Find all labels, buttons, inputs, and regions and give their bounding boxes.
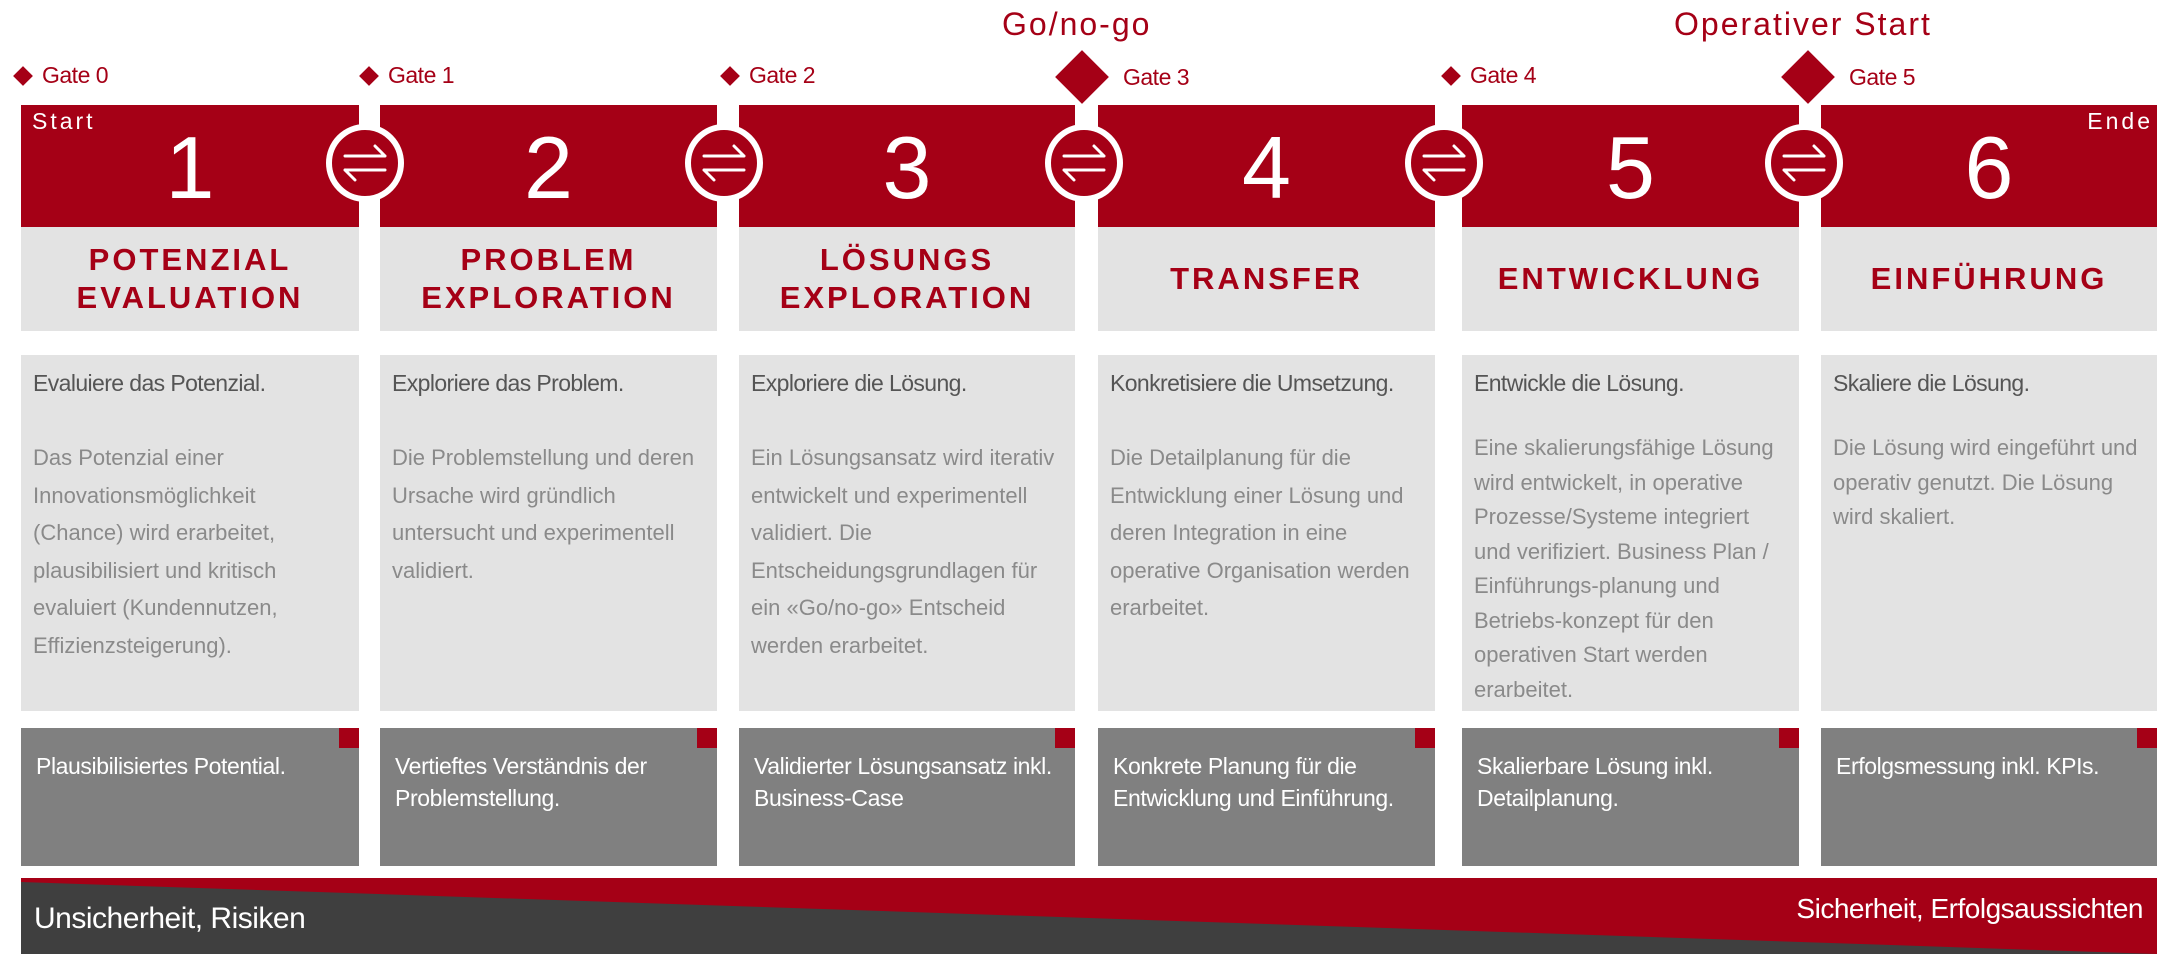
phase-3-output: Validierter Lösungsansatz inkl. Business… <box>739 728 1075 866</box>
phase-1-output: Plausibilisiertes Potential. <box>21 728 359 866</box>
diamond-icon <box>359 65 379 86</box>
uncertainty-label: Unsicherheit, Risiken <box>34 902 306 935</box>
phase-4-lead: Konkretisiere die Umsetzung. <box>1110 370 1394 396</box>
phase-6-output: Erfolgsmessung inkl. KPIs. <box>1821 728 2157 866</box>
phase-5-number: 5 <box>1606 118 1655 217</box>
diamond-icon <box>720 65 740 86</box>
phase-6-title: EINFÜHRUNG <box>1821 227 2157 331</box>
gate-2: Gate 2 <box>720 62 816 89</box>
milestone-operative-start: Operativer Start <box>1674 6 1932 42</box>
phase-1-description: Das Potenzial einer Innovationsmöglichke… <box>33 445 278 658</box>
phase-5-title: ENTWICKLUNG <box>1462 227 1799 331</box>
transition-2-3 <box>685 124 763 202</box>
phase-1-number-band <box>21 105 359 227</box>
phase-4-number-band <box>1098 105 1435 227</box>
phase-1-description-panel: Evaluiere das Potenzial. Das Potenzial e… <box>21 355 359 711</box>
transition-1-2 <box>326 124 404 202</box>
bidirectional-arrows-icon <box>1062 144 1106 182</box>
corner-marker-icon <box>339 728 359 748</box>
phase-4-description: Die Detailplanung für die Entwicklung ei… <box>1110 445 1410 620</box>
bidirectional-arrows-icon <box>1422 144 1466 182</box>
phase-2-number: 2 <box>524 118 573 217</box>
phase-5-description: Eine skalierungsfähige Lösung wird entwi… <box>1474 435 1774 702</box>
phase-6-description-panel: Skaliere die Lösung. Die Lösung wird ein… <box>1821 355 2157 711</box>
gradient-wedge <box>21 878 2157 954</box>
milestone-go-no-go: Go/no-go <box>1002 6 1152 42</box>
gate-5: Gate 5 <box>1781 50 1916 104</box>
diamond-icon <box>1781 50 1835 104</box>
phase-6-number: 6 <box>1964 118 2014 217</box>
phase-2-lead: Exploriere das Problem. <box>392 370 624 396</box>
phase-5-output: Skalierbare Lösung inkl. Detailplanung. <box>1462 728 1799 866</box>
phase-4-title: TRANSFER <box>1098 227 1435 331</box>
bidirectional-arrows-icon <box>702 144 746 182</box>
corner-marker-icon <box>1055 728 1075 748</box>
phase-3-description-panel: Exploriere die Lösung. Ein Lösungsansatz… <box>739 355 1075 711</box>
start-label: Start <box>32 108 96 134</box>
corner-marker-icon <box>1779 728 1799 748</box>
uncertainty-certainty-bar <box>0 878 2157 954</box>
bidirectional-arrows-icon <box>343 144 387 182</box>
corner-marker-icon <box>1415 728 1435 748</box>
phase-2-description: Die Problemstellung und deren Ursache wi… <box>392 445 695 583</box>
phase-6-number-band <box>1821 105 2157 227</box>
gate-3: Gate 3 <box>1055 50 1190 104</box>
diamond-icon <box>1055 50 1109 104</box>
phase-3-lead: Exploriere die Lösung. <box>751 370 967 396</box>
phase-3-description: Ein Lösungsansatz wird iterativ entwicke… <box>751 445 1055 658</box>
diamond-icon <box>13 65 33 86</box>
corner-marker-icon <box>697 728 717 748</box>
gate-0: Gate 0 <box>13 62 109 89</box>
phase-3-number-band <box>739 105 1075 227</box>
phase-1-lead: Evaluiere das Potenzial. <box>33 370 266 396</box>
phase-3-number: 3 <box>882 118 932 217</box>
phase-6-lead: Skaliere die Lösung. <box>1833 370 2030 396</box>
transition-3-4 <box>1045 124 1123 202</box>
diamond-icon <box>1441 65 1461 86</box>
transition-5-6 <box>1765 124 1843 202</box>
bidirectional-arrows-icon <box>1782 144 1826 182</box>
end-label: Ende <box>2087 108 2153 134</box>
phase-5-lead: Entwickle die Lösung. <box>1474 370 1684 396</box>
phase-1-number: 1 <box>165 118 215 217</box>
gate-4: Gate 4 <box>1441 62 1537 89</box>
phase-4-description-panel: Konkretisiere die Umsetzung. Die Detailp… <box>1098 355 1435 711</box>
phase-5-number-band <box>1462 105 1799 227</box>
transition-4-5 <box>1405 124 1483 202</box>
gate-1: Gate 1 <box>359 62 455 89</box>
corner-marker-icon <box>2137 728 2157 748</box>
certainty-label: Sicherheit, Erfolgsaussichten <box>1796 893 2143 924</box>
phase-2-output: Vertieftes Verständnis der Problemstellu… <box>380 728 717 866</box>
phase-2-description-panel: Exploriere das Problem. Die Problemstell… <box>380 355 717 711</box>
phase-2-number-band <box>380 105 717 227</box>
phase-4-output: Konkrete Planung für die Entwicklung und… <box>1098 728 1435 866</box>
phase-4-number: 4 <box>1242 118 1291 217</box>
phase-5-description-panel: Entwickle die Lösung. Eine skalierungsfä… <box>1462 355 1799 711</box>
phase-6-description: Die Lösung wird eingeführt und operativ … <box>1833 435 2138 529</box>
